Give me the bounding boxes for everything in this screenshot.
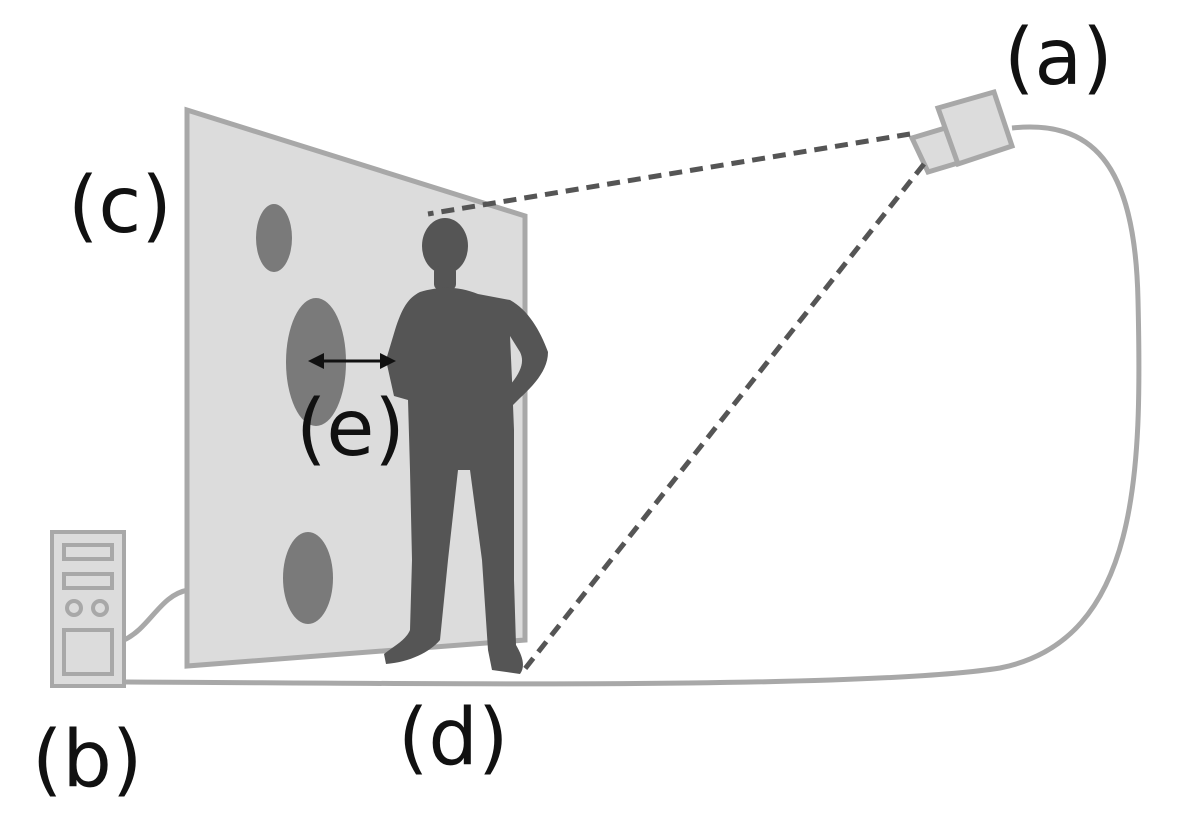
screen-spot-bottom (283, 532, 333, 624)
computer-tower-icon (50, 530, 126, 688)
projection-ray-bottom (522, 162, 926, 672)
person-silhouette-icon (384, 218, 548, 674)
cable-camera-to-computer (123, 124, 1142, 687)
cable-computer-to-screen (122, 587, 189, 643)
camera-icon (908, 88, 1016, 176)
label-b: (b) (32, 715, 142, 805)
label-c: (c) (68, 161, 172, 251)
label-e: (e) (296, 384, 405, 474)
screen-spot-top (256, 204, 292, 272)
double-arrow-icon (308, 353, 396, 369)
label-a: (a) (1004, 13, 1113, 103)
projection-ray-top (427, 131, 911, 217)
label-d: (d) (398, 693, 508, 783)
